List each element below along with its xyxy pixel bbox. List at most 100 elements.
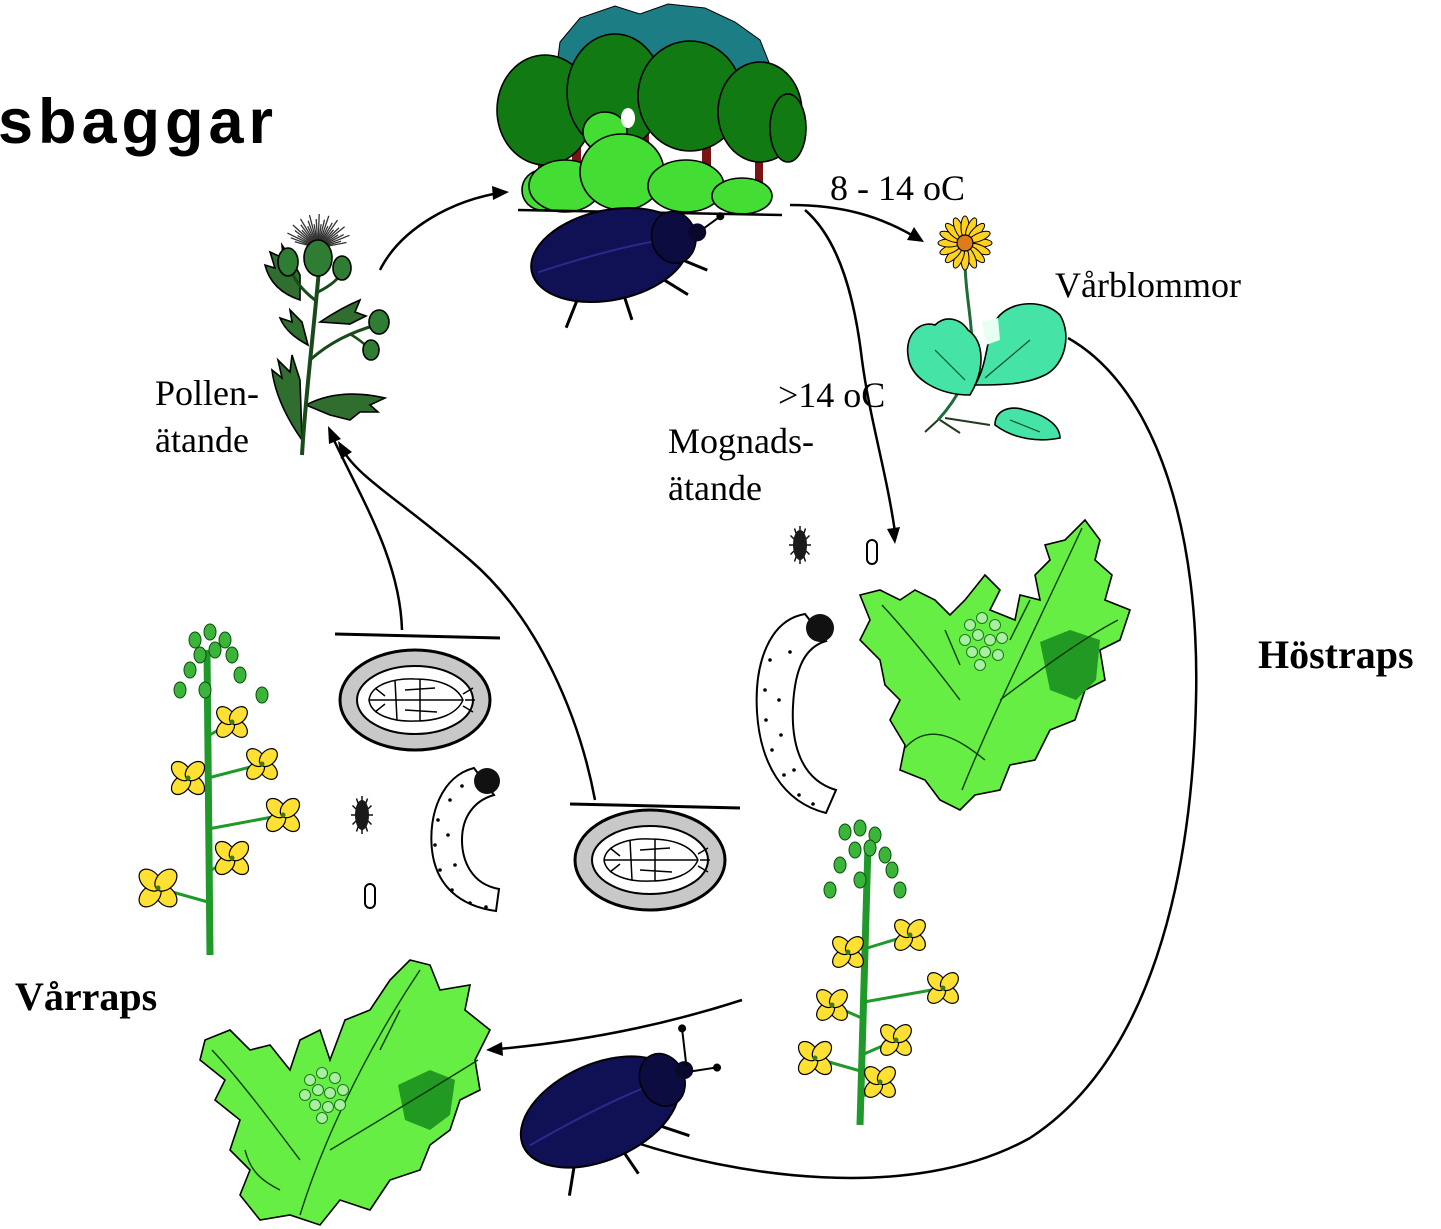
rosette-bud: [990, 620, 1001, 631]
larva-spot: [782, 773, 786, 777]
rosette-bud: [317, 1068, 328, 1079]
flowering-rape-stalk: [135, 624, 303, 955]
rape-bud: [834, 857, 846, 873]
beetle-antenna: [701, 218, 720, 230]
larva-body: [757, 614, 836, 813]
larva-head: [806, 614, 834, 642]
bush: [580, 134, 664, 210]
arrow-thistle-to-forest: [380, 192, 505, 270]
thistle-bud: [333, 256, 351, 280]
arrow-cell-left-to-thistle: [332, 436, 402, 630]
rape-flower: [924, 969, 962, 1007]
rape-bud: [199, 682, 211, 698]
larva-head: [474, 768, 500, 794]
snow-patch: [621, 108, 635, 128]
flowering-rape-stalk: [795, 820, 962, 1125]
rape-bud: [256, 687, 268, 703]
label-maturation-feeding-1: Mognads-: [668, 421, 814, 461]
small-pupa: [351, 796, 373, 834]
larva-spot: [768, 658, 772, 662]
rape-flower-center: [941, 986, 946, 991]
larva-spot: [797, 793, 801, 797]
larva-spot: [764, 718, 768, 722]
label-pollen-feeding-1: Pollen-: [155, 373, 259, 413]
beetle-leg: [559, 1165, 585, 1196]
rape-flower-center: [878, 1080, 883, 1085]
spring-flower-plant: [908, 216, 1066, 440]
spring-leaf: [995, 408, 1060, 440]
spring-leaf: [975, 304, 1066, 385]
bush: [712, 178, 772, 214]
rape-bud: [854, 820, 866, 836]
arrow-forest-to-spring-flower: [790, 205, 920, 240]
rape-bud: [209, 642, 221, 658]
rape-bud: [174, 682, 186, 698]
label-maturation-feeding-2: ätande: [668, 468, 762, 508]
thistle-leaf: [272, 355, 302, 440]
beetle-antenna: [691, 1062, 714, 1076]
rape-flower-center: [260, 762, 265, 767]
larva-spot: [438, 868, 442, 872]
rape-flower-center: [813, 1056, 818, 1061]
rosette-bud: [973, 630, 984, 641]
rosette-bud: [317, 1113, 328, 1124]
small-pupa-body: [355, 800, 369, 830]
rosette-bud: [975, 660, 986, 671]
rosette-bud: [310, 1100, 321, 1111]
rape-flower-center: [230, 720, 235, 725]
larva-spot: [777, 698, 781, 702]
rape-flower: [891, 916, 929, 954]
rape-flower: [168, 758, 209, 799]
thistle-leaf: [280, 310, 308, 345]
small-pupa-body: [793, 530, 807, 560]
arrowhead: [492, 186, 509, 200]
rape-flower-center: [230, 856, 235, 861]
rape-flower: [135, 865, 181, 911]
rape-flower-center: [156, 886, 161, 891]
soil-line-left: [335, 634, 500, 638]
rape-flower: [213, 703, 251, 741]
pupal-cell: [575, 810, 725, 910]
beetle-antenna-club: [677, 1023, 688, 1034]
rape-flower-center: [830, 1003, 835, 1008]
rape-flower: [243, 745, 281, 783]
rape-bud: [219, 632, 231, 648]
label-spring-flowers: Vårblommor: [1055, 265, 1241, 305]
thistle-plant: [265, 214, 389, 455]
larva-spot: [468, 901, 472, 905]
rosette-bud: [300, 1090, 311, 1101]
thistle-leaf: [306, 394, 385, 420]
rape-bud: [194, 647, 206, 663]
larva: [757, 614, 836, 813]
arrow-forest-to-winter-rape: [805, 210, 895, 532]
egg: [867, 540, 877, 564]
rape-flower-center: [846, 950, 851, 955]
arrow-cell-right-to-thistle: [344, 452, 595, 800]
rape-plant-rosette: [200, 960, 490, 1225]
larva-spot: [811, 802, 815, 806]
rape-bud: [849, 842, 861, 858]
beetle-antenna: [673, 1032, 695, 1065]
rosette-bud: [977, 613, 988, 624]
rape-bud: [854, 872, 866, 888]
egg: [365, 884, 375, 908]
rape-bud: [204, 624, 216, 640]
label-winter-rape: Höstraps: [1258, 632, 1414, 677]
larva-spot: [436, 818, 440, 822]
larva-spot: [779, 733, 783, 737]
larva-spot: [792, 768, 796, 772]
larva-spot: [484, 905, 488, 909]
rape-flower-center: [908, 933, 913, 938]
arrow-beetle-to-spring-rape: [498, 1000, 742, 1049]
rape-flower: [829, 933, 867, 971]
rape-bud: [189, 632, 201, 648]
rape-flower: [212, 838, 253, 879]
arrowhead: [486, 1042, 503, 1056]
larva-spot: [433, 843, 437, 847]
spring-leaf-highlight: [982, 318, 1000, 345]
rape-bud: [894, 882, 906, 898]
thistle-bud: [363, 340, 379, 360]
larva-spot: [763, 688, 767, 692]
arrowhead: [338, 441, 352, 459]
